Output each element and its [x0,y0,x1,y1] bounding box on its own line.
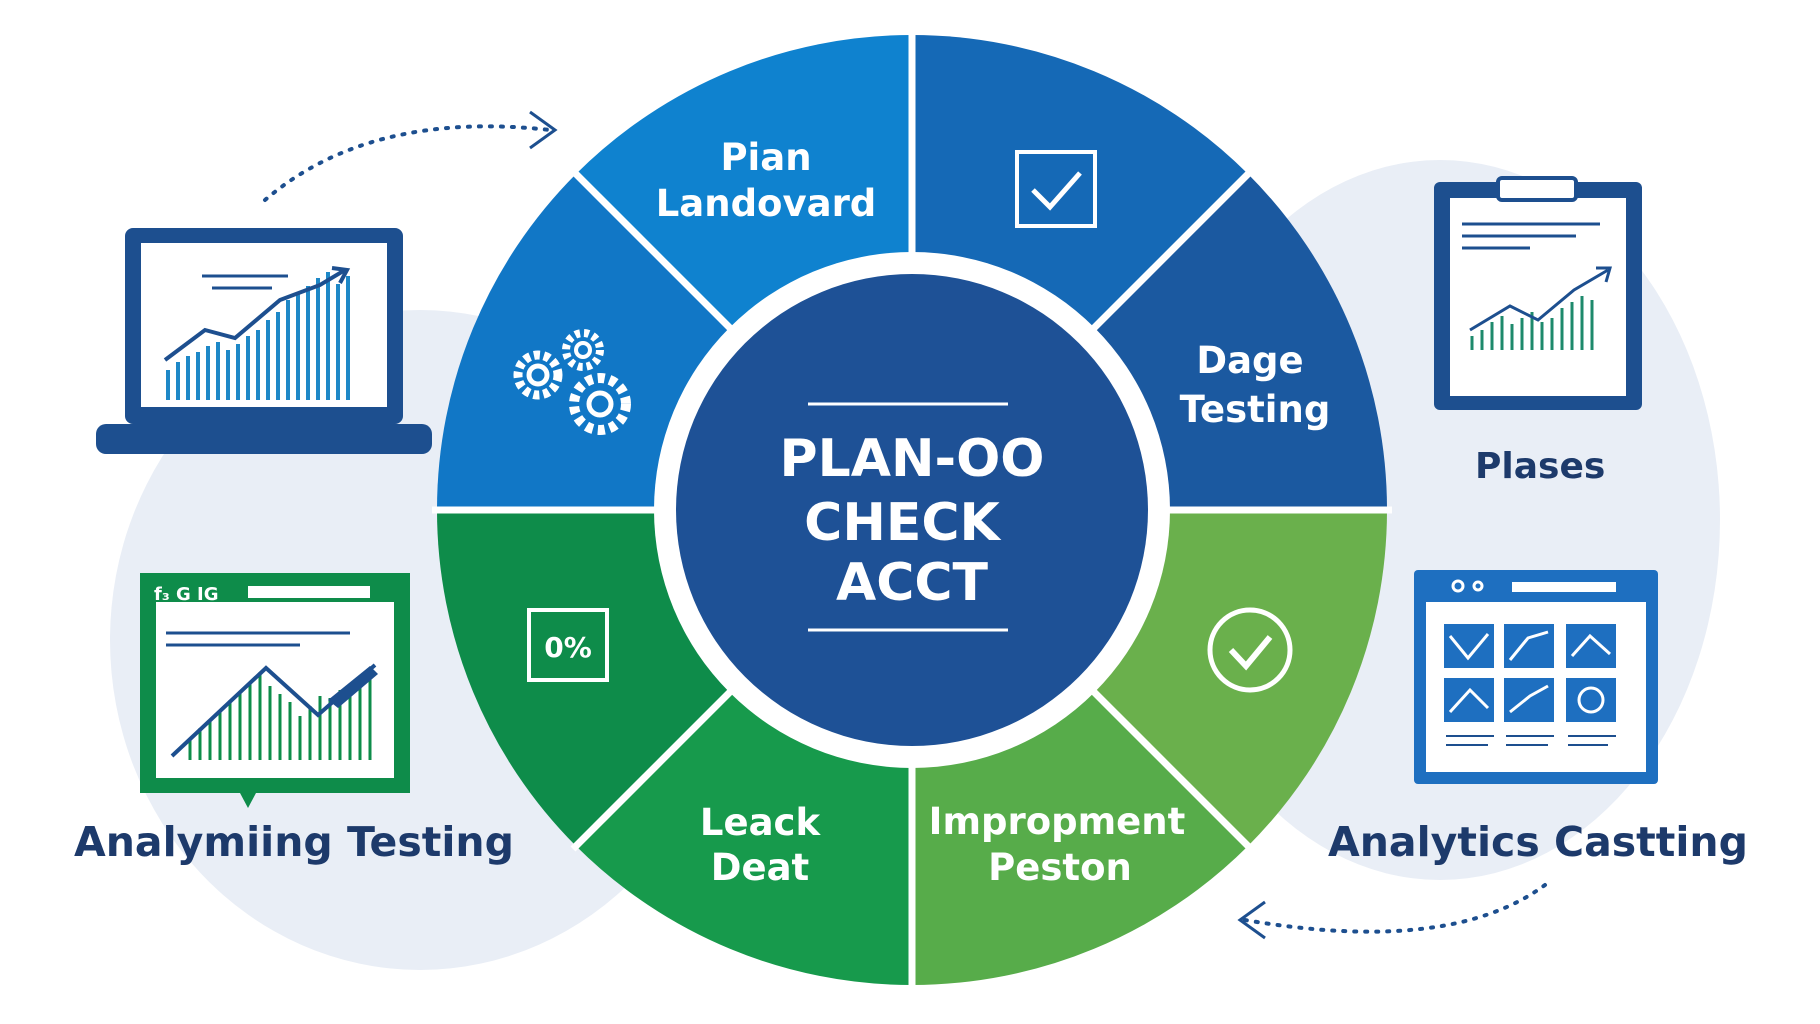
laptop-chart-illustration [96,228,432,454]
gears-icon [513,329,631,435]
center-circle [676,274,1148,746]
checkbox-icon [1015,150,1097,228]
wheel: PLAN-OO CHECK ACCT Pian Landovard Dage T… [432,30,1392,990]
dotted-arrow-top [263,110,558,202]
segment-top-left-label-1: Pian [720,136,811,179]
segment-right-upper-label-1: Dage [1196,339,1303,382]
segment-bottom-left-label-1: Leack [700,801,822,844]
left-bottom-label: Analymiing Testing [74,818,514,866]
center-title-line-3: ACCT [836,553,989,613]
segment-bottom-left-label-2: Deat [711,846,809,889]
segment-right-upper-label-2: Testing [1180,388,1331,431]
check-circle-icon [1207,607,1293,693]
segment-bottom-right-label-1: Impropment [929,800,1186,843]
browser-chart-illustration: f₃ G IG [140,573,410,808]
right-middle-label: Plases [1475,446,1606,487]
segment-top-left-label-2: Landovard [656,182,877,225]
center-title-line-1: PLAN-OO [779,429,1044,489]
right-bottom-label: Analytics Castting [1328,818,1748,866]
clipboard-chart-illustration [1434,176,1642,410]
percent-icon: 0% [527,608,609,682]
dotted-arrow-bottom [1237,883,1547,940]
segment-bottom-right-label-2: Peston [988,846,1132,889]
percent-text: 0% [544,631,592,664]
center-title-line-2: CHECK [804,493,1001,553]
browser-tab-text: f₃ G IG [154,584,219,605]
dashboard-illustration [1414,570,1658,784]
